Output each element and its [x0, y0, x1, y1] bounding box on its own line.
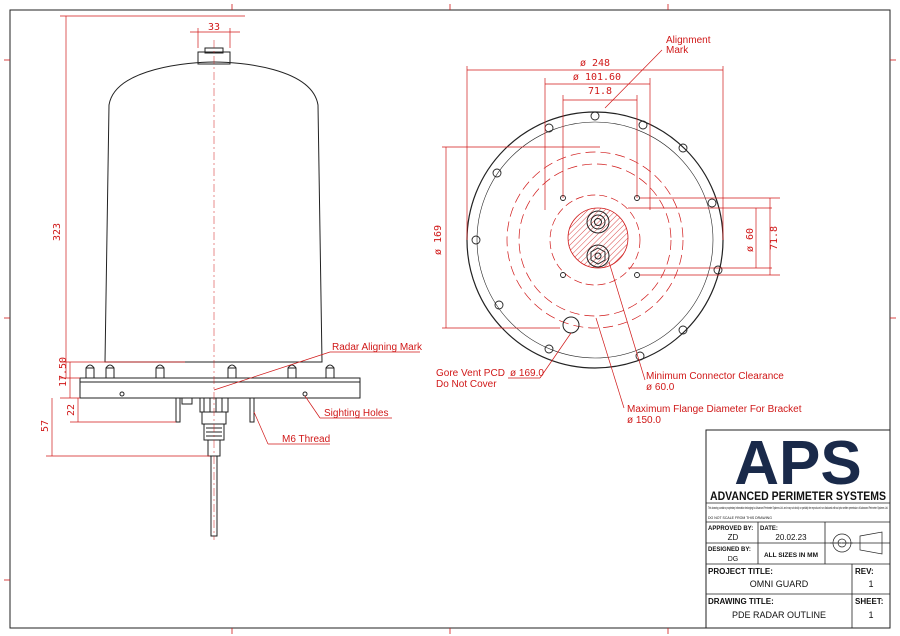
top-view — [466, 111, 724, 369]
dim-pcd-169: ø 169 — [433, 225, 444, 255]
rev-value: 1 — [868, 579, 873, 589]
drawing-title: PDE RADAR OUTLINE — [732, 610, 826, 620]
title-block: APS ADVANCED PERIMETER SYSTEMS This draw… — [705, 429, 891, 629]
min-clearance-label-2: ø 60.0 — [646, 382, 675, 393]
top-view-dimensions — [442, 66, 780, 329]
alignment-mark-label-1: Alignment — [666, 35, 711, 46]
project-title-label: PROJECT TITLE: — [708, 567, 773, 576]
company-name: ADVANCED PERIMETER SYSTEMS — [710, 489, 886, 503]
radome-body — [104, 61, 323, 363]
dim-bolt-circle: ø 101.60 — [573, 72, 621, 83]
rev-label: REV: — [855, 567, 874, 576]
projection-symbol-icon — [830, 531, 883, 555]
dim-bottom-depth: 57 — [40, 420, 51, 432]
flange-bolts — [85, 364, 335, 379]
gore-vent — [562, 316, 580, 334]
sheet-label: SHEET: — [855, 597, 883, 606]
dim-outer-diameter: ø 248 — [580, 58, 610, 69]
side-view — [79, 40, 361, 540]
aps-logo: APS — [734, 429, 861, 498]
drawing-title-label: DRAWING TITLE: — [708, 597, 774, 606]
gore-vent-label-2: Do Not Cover — [436, 379, 497, 390]
side-view-dimensions — [46, 15, 245, 457]
dim-bolt-spacing-v: 71.8 — [769, 226, 780, 250]
radar-aligning-mark-label: Radar Aligning Mark — [332, 342, 423, 353]
bolt-circle — [549, 194, 641, 286]
min-clearance-label-1: Minimum Connector Clearance — [646, 371, 784, 382]
do-not-scale: DO NOT SCALE FROM THIS DRAWING — [708, 516, 772, 520]
gore-vent-value: ø 169.0 — [510, 368, 544, 379]
approved-by: ZD — [728, 533, 739, 542]
dim-height-total: 323 — [52, 223, 63, 241]
outer-bolt-holes — [471, 111, 723, 361]
gore-vent-pcd — [506, 151, 684, 329]
units-note: ALL SIZES IN MM — [764, 552, 818, 559]
border-ticks — [4, 4, 896, 634]
date: 20.02.23 — [775, 533, 807, 542]
max-flange-circle — [518, 163, 672, 317]
max-flange-label-2: ø 150.0 — [627, 415, 661, 426]
date-label: DATE: — [760, 526, 778, 532]
dim-flange-thickness: 17.50 — [58, 357, 69, 387]
dim-connector-60: ø 60 — [745, 228, 756, 252]
dim-connector-width: 33 — [208, 22, 220, 33]
gore-vent-label-1: Gore Vent PCD — [436, 368, 505, 379]
alignment-mark-label-2: Mark — [666, 45, 689, 56]
project-title: OMNI GUARD — [750, 579, 809, 589]
dim-connector-depth: 22 — [66, 404, 77, 416]
designed-by-label: DESIGNED BY: — [708, 547, 751, 553]
sheet-value: 1 — [868, 610, 873, 620]
sighting-holes-label: Sighting Holes — [324, 408, 388, 419]
m6-thread-label: M6 Thread — [282, 434, 330, 445]
top-view-leaders — [508, 49, 663, 409]
disclaimer: This drawing contains proprietary inform… — [708, 506, 888, 510]
designed-by: DG — [728, 556, 739, 563]
dim-bolt-spacing-h: 71.8 — [588, 86, 612, 97]
connector-clearance-zone — [567, 207, 629, 269]
max-flange-label-1: Maximum Flange Diameter For Bracket — [627, 404, 802, 415]
approved-by-label: APPROVED BY: — [708, 526, 753, 532]
side-view-leaders — [213, 351, 420, 445]
